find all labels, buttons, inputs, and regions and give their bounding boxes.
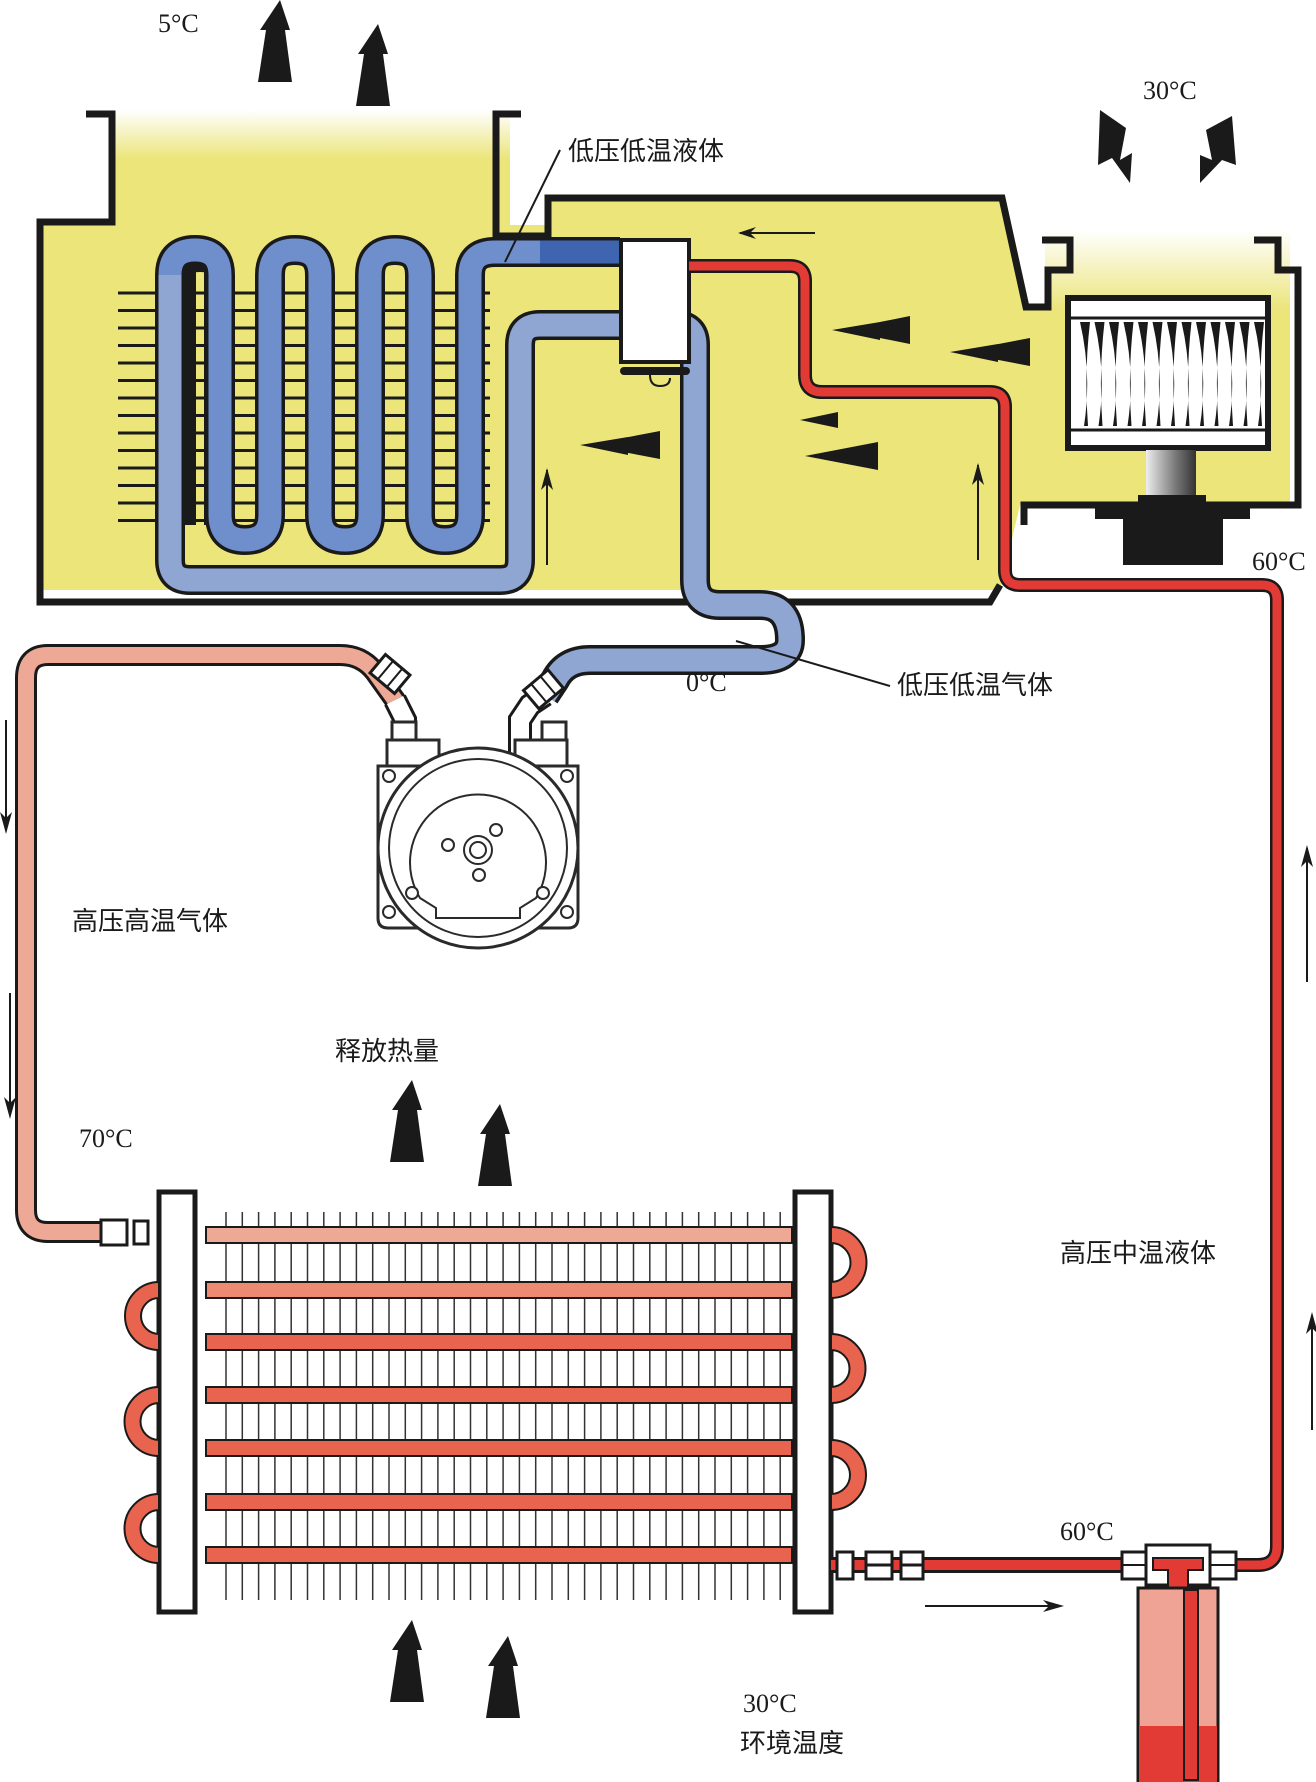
- ambient-air-arrows: [390, 1620, 520, 1718]
- expansion-inlet-temp-label: 60°C: [1252, 547, 1306, 576]
- high-pressure-liquid-label: 高压中温液体: [1060, 1239, 1216, 1269]
- fan-blade: [1196, 322, 1206, 426]
- arrow-up-icon: [486, 1636, 520, 1718]
- fan-blade: [1138, 322, 1148, 426]
- low-pressure-liquid-label: 低压低温液体: [568, 137, 724, 167]
- fittings: [835, 1550, 925, 1581]
- fan-blades: [1080, 322, 1264, 426]
- receiver-temp-label: 60°C: [1060, 1517, 1114, 1546]
- high-pressure-gas-label: 高压高温气体: [72, 907, 228, 937]
- flow-arrow-down-icon: [0, 720, 12, 834]
- condenser: [123, 1189, 868, 1615]
- warm-air-arrows: [1098, 110, 1236, 183]
- compressor-outlet-temp-label: 70°C: [79, 1124, 133, 1153]
- condenser-tube: [205, 1226, 793, 1244]
- arrow-up-icon: [356, 24, 390, 106]
- cabin-temp-label: 5°C: [158, 9, 199, 38]
- compressor: [376, 720, 580, 950]
- fan-blade: [1094, 322, 1105, 426]
- fitting: [99, 1218, 129, 1247]
- heat-release-arrows: [390, 1080, 512, 1186]
- arrow-up-icon: [478, 1104, 512, 1186]
- suction-line: [508, 667, 566, 755]
- arrow-up-icon: [390, 1080, 424, 1162]
- arrow-up-icon: [390, 1620, 424, 1702]
- evaporator: [155, 234, 806, 704]
- cold-air-arrows: [258, 0, 390, 106]
- fitting: [367, 652, 413, 696]
- flow-arrow-left-icon: [738, 227, 815, 239]
- tube-bend: [830, 1225, 868, 1300]
- fan-blade: [1080, 322, 1090, 426]
- condenser-header-right: [792, 1189, 834, 1615]
- arrow-up-icon: [258, 0, 292, 82]
- condenser-tube: [205, 1386, 793, 1404]
- flow-arrow-up-icon: [972, 463, 984, 560]
- flow-arrow-up-icon: [1301, 845, 1313, 982]
- motor-shaft: [1146, 450, 1196, 498]
- fan-blade: [1181, 322, 1192, 426]
- fan-blade: [1167, 322, 1177, 426]
- blower-motor: [1123, 505, 1223, 565]
- fan-blade: [1123, 322, 1134, 426]
- ambient-temp-label: 30°C: [743, 1689, 797, 1718]
- fan-blade: [1152, 322, 1163, 426]
- condenser-tube: [205, 1439, 793, 1457]
- leader-line: [504, 149, 561, 263]
- tube-bend: [123, 1492, 160, 1565]
- ambient-label: 环境温度: [740, 1729, 844, 1759]
- flow-arrow-down-icon: [4, 993, 16, 1119]
- tube-bend: [123, 1385, 160, 1458]
- liquid-line: [831, 1550, 1140, 1581]
- fan-blade: [1239, 322, 1250, 426]
- tube-bend: [124, 1280, 160, 1352]
- condenser-tube: [205, 1493, 793, 1511]
- heat-release-label: 释放热量: [335, 1037, 439, 1067]
- discharge-line: [15, 644, 417, 1247]
- condenser-tube: [205, 1281, 793, 1299]
- high-pressure-liquid-line: [689, 259, 1284, 1572]
- airflow-arrows: [580, 316, 1030, 470]
- arrow-down-icon: [1098, 110, 1132, 183]
- flow-arrow-up-icon: [1306, 1312, 1316, 1430]
- arrow-down-icon: [1200, 116, 1236, 183]
- blower-inlet-temp-label: 30°C: [1143, 76, 1197, 105]
- fan-blade: [1225, 322, 1235, 426]
- blower-fan: [1065, 295, 1271, 565]
- tube-bend: [830, 1332, 867, 1405]
- fan-blade: [1109, 322, 1119, 426]
- condenser-tube: [205, 1333, 793, 1351]
- receiver-drier: [1120, 1543, 1238, 1782]
- condenser-header-left: [156, 1189, 198, 1615]
- evaporator-outlet-temp-label: 0°C: [686, 668, 727, 697]
- flow-arrow-up-icon: [541, 468, 553, 565]
- expansion-valve: [619, 238, 691, 388]
- low-pressure-gas-label: 低压低温气体: [897, 671, 1053, 701]
- fitting: [521, 667, 566, 711]
- leader-line: [735, 640, 891, 687]
- flow-arrow-right-icon: [925, 1600, 1064, 1612]
- fitting: [132, 1219, 150, 1246]
- condenser-tube: [205, 1546, 793, 1564]
- tube-bend: [830, 1438, 867, 1512]
- fan-blade: [1210, 322, 1221, 426]
- fan-blade: [1254, 322, 1264, 426]
